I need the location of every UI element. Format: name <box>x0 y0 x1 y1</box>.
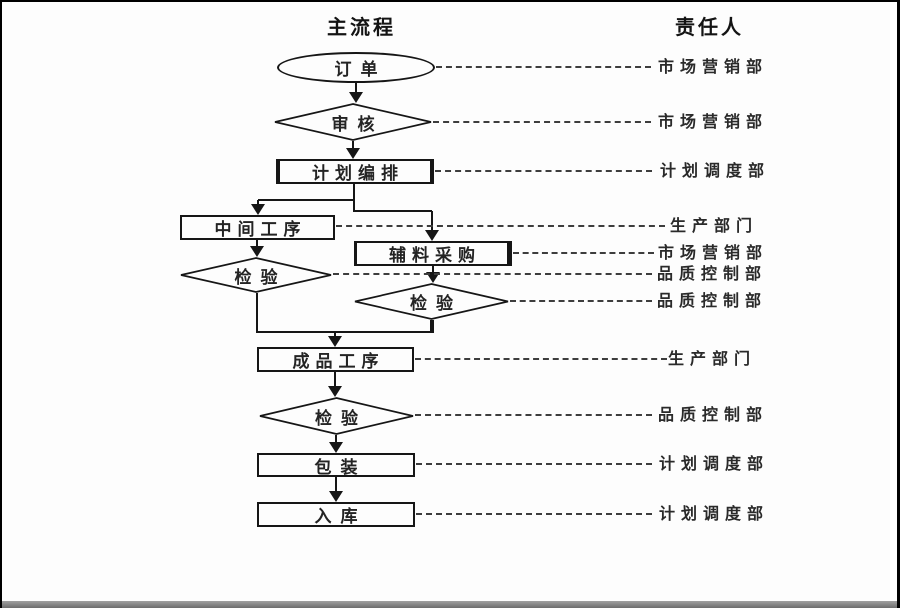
flow-line-vertical <box>257 200 259 206</box>
node-inspect-right: 检验 <box>354 283 509 320</box>
node-intermediate: 中间工序 <box>180 215 335 240</box>
flow-line-vertical <box>334 332 336 338</box>
flow-line-horizontal <box>258 199 354 201</box>
arrowhead-down-icon <box>349 92 363 103</box>
flow-line-vertical <box>355 83 357 94</box>
dashed-connector-planning <box>435 170 652 172</box>
node-label-finished-process: 成品工序 <box>292 352 385 372</box>
diamond-shape <box>259 397 414 435</box>
node-label-inspect-final: 检验 <box>315 408 367 429</box>
flow-line-vertical <box>334 371 336 388</box>
node-label-warehouse: 入库 <box>314 507 367 527</box>
responsible-label-intermediate: 生产部门 <box>670 216 759 235</box>
arrowhead-down-icon <box>328 386 342 397</box>
dashed-connector-inspect-final <box>415 414 652 416</box>
node-label-order: 订单 <box>334 60 387 80</box>
responsible-label-warehouse: 计划调度部 <box>659 504 770 523</box>
node-label-inspect-right: 检验 <box>410 294 462 314</box>
node-order: 订单 <box>277 52 435 83</box>
arrowhead-down-icon <box>329 491 343 502</box>
flow-line-vertical <box>335 435 337 444</box>
arrowhead-down-icon <box>346 148 360 159</box>
node-warehouse: 入库 <box>257 502 415 527</box>
arrowhead-down-icon <box>328 336 342 347</box>
dashed-connector-review <box>433 121 651 123</box>
dashed-connector-finished-process <box>415 358 667 360</box>
node-label-intermediate: 中间工序 <box>214 220 307 240</box>
diamond-shape <box>354 283 509 320</box>
responsible-label-inspect-final: 品质控制部 <box>658 405 769 424</box>
responsible-label-order: 市场营销部 <box>658 57 769 76</box>
node-label-planning: 计划编排 <box>312 164 404 184</box>
dashed-connector-intermediate <box>336 225 665 227</box>
node-label-aux-purchase: 辅料采购 <box>389 246 481 266</box>
responsible-label-inspect-right: 品质控制部 <box>657 291 768 310</box>
dashed-connector-warehouse <box>416 513 652 515</box>
arrowhead-down-icon <box>251 204 265 215</box>
dashed-connector-order <box>436 66 651 68</box>
responsible-person-title: 责任人 <box>675 15 744 39</box>
node-inspect-left: 检验 <box>180 257 332 293</box>
arrowhead-down-icon <box>329 442 343 453</box>
flow-line-vertical <box>256 293 258 333</box>
flow-line-vertical <box>335 477 337 493</box>
bottom-bar <box>2 601 897 608</box>
flow-line-horizontal <box>256 331 433 333</box>
responsible-label-inspect-left: 品质控制部 <box>657 264 768 283</box>
flow-line-vertical <box>256 239 258 248</box>
diamond-shape <box>274 103 432 141</box>
responsible-label-packing: 计划调度部 <box>659 454 770 473</box>
flow-line-vertical <box>430 320 434 333</box>
diamond-shape <box>180 257 332 293</box>
node-aux-purchase: 辅料采购 <box>354 241 512 266</box>
responsible-label-planning: 计划调度部 <box>660 161 771 180</box>
node-label-packing: 包装 <box>314 457 367 478</box>
node-inspect-final: 检验 <box>259 397 414 435</box>
arrowhead-down-icon <box>250 246 264 257</box>
node-label-review: 审核 <box>331 114 384 135</box>
dashed-connector-inspect-right <box>510 300 652 302</box>
flow-line-vertical <box>432 265 434 274</box>
responsible-label-finished-process: 生产部门 <box>668 349 757 368</box>
dashed-connector-aux-purchase <box>513 252 654 254</box>
flow-line-horizontal <box>354 210 432 212</box>
flow-line-vertical <box>352 141 354 150</box>
arrowhead-down-icon <box>425 230 439 241</box>
flow-line-vertical <box>353 183 355 212</box>
node-packing: 包装 <box>257 453 415 478</box>
responsible-label-review: 市场营销部 <box>658 112 769 131</box>
node-review: 审核 <box>274 103 432 141</box>
arrowhead-down-icon <box>426 272 440 283</box>
flow-line-vertical <box>431 211 433 232</box>
node-planning: 计划编排 <box>276 159 434 184</box>
responsible-label-aux-purchase: 市场营销部 <box>658 243 769 262</box>
node-label-inspect-left: 检验 <box>234 267 287 288</box>
dashed-connector-inspect-left <box>333 273 652 275</box>
dashed-connector-packing <box>416 463 652 465</box>
node-finished-process: 成品工序 <box>257 347 414 372</box>
main-process-title: 主流程 <box>327 15 396 39</box>
